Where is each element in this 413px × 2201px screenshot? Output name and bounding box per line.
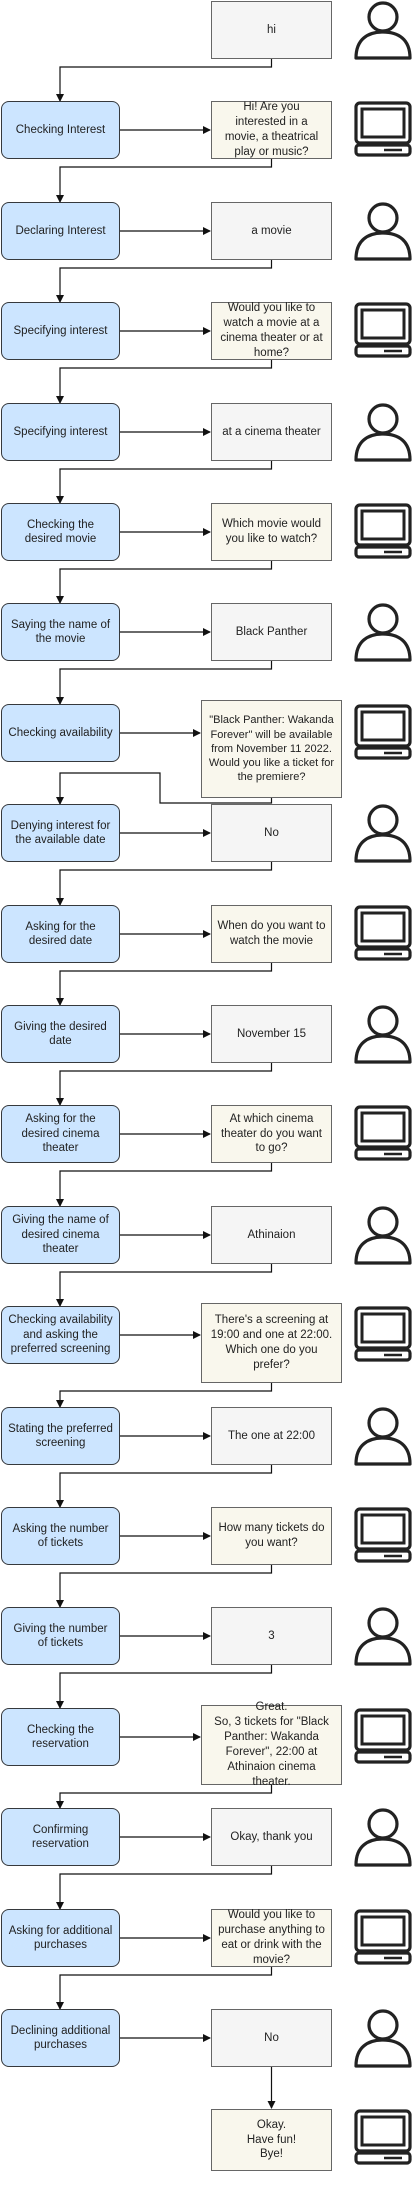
system-message: Okay. Have fun! Bye! — [211, 2109, 332, 2171]
person-icon — [352, 2007, 413, 2069]
stage-box: Specifying interest — [1, 302, 120, 360]
connector-arrow — [56, 360, 273, 404]
computer-icon — [352, 1103, 413, 1165]
stage-box: Stating the preferred screening — [1, 1407, 120, 1465]
connector-arrow — [56, 661, 273, 705]
stage-box: Checking availability and asking the pre… — [1, 1306, 120, 1364]
connector-arrow — [56, 1264, 273, 1307]
stage-box: Confirming reservation — [1, 1808, 120, 1866]
connector-arrow — [56, 1163, 273, 1207]
connector-arrow — [56, 561, 273, 604]
stage-box: Giving the number of tickets — [1, 1607, 120, 1665]
system-message: How many tickets do you want? — [211, 1507, 332, 1565]
user-message: The one at 22:00 — [211, 1407, 332, 1465]
connector-arrow — [56, 1465, 273, 1508]
connector-arrow — [56, 963, 273, 1006]
connector-arrow — [56, 1383, 273, 1408]
connector-arrow — [56, 1785, 273, 1809]
connector-arrow — [56, 461, 273, 504]
system-message: When do you want to watch the movie — [211, 905, 332, 963]
computer-icon — [352, 1505, 413, 1567]
stage-box: Denying interest for the available date — [1, 804, 120, 862]
stage-box: Asking the number of tickets — [1, 1507, 120, 1565]
connector-arrow — [56, 260, 273, 303]
stage-box: Declining additional purchases — [1, 2009, 120, 2067]
connector-arrow — [56, 1866, 273, 1910]
stage-box: Giving the desired date — [1, 1005, 120, 1063]
system-message: Great. So, 3 tickets for "Black Panther:… — [201, 1701, 342, 1788]
user-message: Black Panther — [211, 603, 332, 661]
connector-arrow — [56, 1565, 273, 1608]
connector-arrow — [56, 1665, 273, 1709]
connector-arrow — [56, 159, 273, 203]
user-message: No — [211, 804, 332, 862]
person-icon — [352, 1605, 413, 1667]
connector-arrow — [56, 1967, 273, 2010]
user-message: at a cinema theater — [211, 403, 332, 461]
connector-arrow — [56, 59, 273, 102]
stage-box: Checking availability — [1, 704, 120, 762]
computer-icon — [352, 1304, 413, 1366]
computer-icon — [352, 99, 413, 161]
computer-icon — [352, 2107, 413, 2169]
stage-box: Checking the desired movie — [1, 503, 120, 561]
stage-box: Saying the name of the movie — [1, 603, 120, 661]
stage-box: Specifying interest — [1, 403, 120, 461]
stage-box: Giving the name of desired cinema theate… — [1, 1206, 120, 1264]
user-message: No — [211, 2009, 332, 2067]
person-icon — [352, 1003, 413, 1065]
computer-icon — [352, 1706, 413, 1768]
person-icon — [352, 0, 413, 61]
system-message: Which movie would you like to watch? — [211, 503, 332, 561]
user-message: Okay, thank you — [211, 1808, 332, 1866]
person-icon — [352, 601, 413, 663]
person-icon — [352, 1204, 413, 1266]
connector-arrow — [56, 862, 273, 906]
system-message: Would you like to purchase anything to e… — [211, 1909, 332, 1967]
computer-icon — [352, 903, 413, 965]
computer-icon — [352, 702, 413, 764]
user-message: November 15 — [211, 1005, 332, 1063]
person-icon — [352, 401, 413, 463]
system-message: At which cinema theater do you want to g… — [211, 1105, 332, 1163]
stage-box: Checking the reservation — [1, 1708, 120, 1766]
user-message: Athinaion — [211, 1206, 332, 1264]
stage-box: Asking for the desired date — [1, 905, 120, 963]
person-icon — [352, 1806, 413, 1868]
person-icon — [352, 1405, 413, 1467]
system-message: There's a screening at 19:00 and one at … — [201, 1303, 342, 1383]
user-message: a movie — [211, 202, 332, 260]
person-icon — [352, 802, 413, 864]
stage-box: Asking for additional purchases — [1, 1909, 120, 1967]
computer-icon — [352, 300, 413, 362]
user-message: 3 — [211, 1607, 332, 1665]
stage-box: Asking for the desired cinema theater — [1, 1105, 120, 1163]
computer-icon — [352, 1907, 413, 1969]
stage-box: Checking Interest — [1, 101, 120, 159]
user-message: hi — [211, 1, 332, 59]
person-icon — [352, 200, 413, 262]
stage-box: Declaring Interest — [1, 202, 120, 260]
computer-icon — [352, 501, 413, 563]
connector-arrow — [56, 1063, 273, 1106]
system-message: "Black Panther: Wakanda Forever" will be… — [201, 700, 342, 798]
system-message: Hi! Are you interested in a movie, a the… — [211, 101, 332, 159]
system-message: Would you like to watch a movie at a cin… — [211, 302, 332, 360]
connector-arrow — [56, 772, 273, 805]
